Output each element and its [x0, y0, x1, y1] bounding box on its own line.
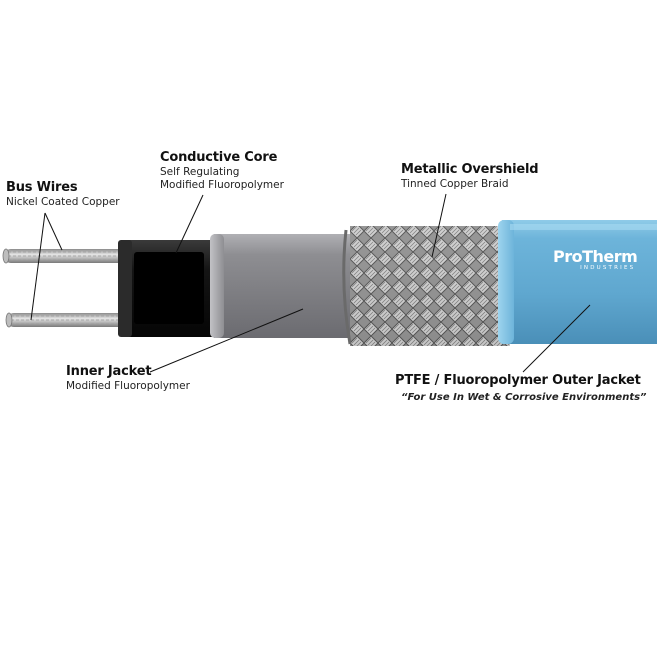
metallic-overshield-shape	[342, 226, 510, 346]
logo-brand: ProTherm	[553, 247, 638, 266]
conductive-core-line2: Modified Fluoropolymer	[160, 179, 284, 191]
label-bus-wires: Bus Wires Nickel Coated Copper	[6, 180, 120, 209]
conductive-core-title: Conductive Core	[160, 150, 278, 165]
outer-jacket-note: “For Use In Wet & Corrosive Environments…	[401, 392, 647, 403]
label-metallic-overshield: Metallic Overshield Tinned Copper Braid	[401, 162, 539, 191]
bus-wires-title: Bus Wires	[6, 180, 78, 195]
metallic-overshield-title: Metallic Overshield	[401, 162, 539, 177]
metallic-overshield-subtitle: Tinned Copper Braid	[401, 178, 509, 190]
inner-jacket-subtitle: Modified Fluoropolymer	[66, 380, 190, 392]
leader-bus-wire-bottom	[30, 212, 46, 321]
inner-jacket-title: Inner Jacket	[66, 364, 152, 379]
outer-jacket-shape	[498, 220, 657, 344]
label-conductive-core: Conductive Core Self Regulating Modified…	[160, 150, 284, 192]
inner-jacket-shape	[210, 234, 364, 338]
protherm-logo: ProTherm INDUSTRIES	[553, 247, 638, 272]
leader-lines	[30, 193, 591, 373]
bus-wire-bottom	[5, 312, 134, 328]
leader-metallic-overshield	[431, 193, 447, 258]
conductive-core-line1: Self Regulating	[160, 166, 240, 178]
leader-bus-wire-top	[44, 212, 63, 251]
label-outer-jacket: PTFE / Fluoropolymer Outer Jacket “For U…	[395, 373, 647, 404]
outer-jacket-title: PTFE / Fluoropolymer Outer Jacket	[395, 373, 641, 388]
leader-inner-jacket	[149, 308, 304, 373]
bus-wire-top	[2, 248, 134, 264]
leader-outer-jacket	[522, 304, 591, 373]
bus-wires-subtitle: Nickel Coated Copper	[6, 196, 120, 208]
label-inner-jacket: Inner Jacket Modified Fluoropolymer	[66, 364, 190, 393]
leader-conductive-core	[175, 194, 204, 254]
logo-sub: INDUSTRIES	[580, 265, 636, 271]
